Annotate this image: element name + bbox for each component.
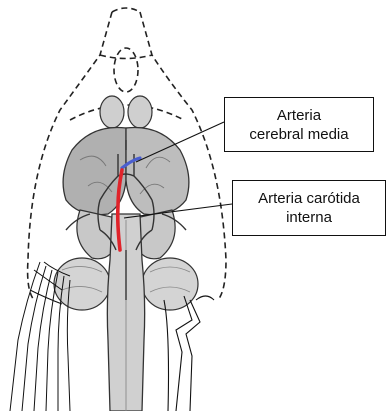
ica-label-line-2: interna: [258, 208, 360, 227]
internal-carotid-artery-label: Arteria carótida interna: [232, 180, 386, 236]
cranial-nerves-right: [164, 296, 214, 411]
ica-label-line-1: Arteria carótida: [258, 189, 360, 208]
mca-label-line-1: Arteria: [249, 106, 348, 125]
olfactory-bulbs: [100, 96, 152, 128]
mca-label-line-2: cerebral media: [249, 125, 348, 144]
middle-cerebral-artery-label: Arteria cerebral media: [224, 97, 374, 152]
